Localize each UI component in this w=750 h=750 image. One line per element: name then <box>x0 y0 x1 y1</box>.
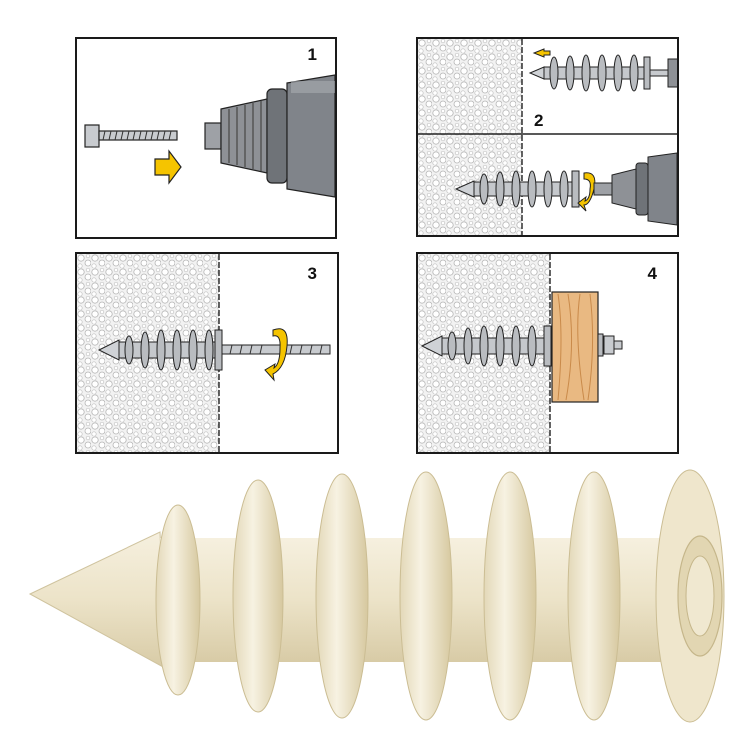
insert-arrow-icon <box>154 149 182 185</box>
step-4-panel: 4 <box>416 252 679 454</box>
step-2-illustration <box>418 39 677 235</box>
bolt-icon <box>597 333 623 357</box>
anchor-icon <box>420 325 552 367</box>
step-4-number: 4 <box>647 264 657 283</box>
step-1-illustration <box>84 74 335 198</box>
anchor-icon <box>454 170 580 208</box>
step-4-illustration <box>418 254 623 452</box>
wood-board-icon <box>551 291 599 403</box>
anchor-icon <box>28 469 725 723</box>
anchor-product-image <box>28 469 725 723</box>
foam-wall-icon <box>418 39 522 235</box>
rotate-arrow-icon <box>264 328 288 382</box>
anchor-icon <box>97 329 223 371</box>
bolt-icon <box>221 344 331 355</box>
step-3-illustration <box>77 254 331 452</box>
anchor-icon <box>528 54 677 92</box>
step-2-panel: 2 <box>416 37 679 237</box>
drill-icon <box>204 74 335 198</box>
rotate-arrow-icon <box>577 172 596 212</box>
step-3-number: 3 <box>307 264 317 283</box>
insert-arrow-icon <box>532 48 551 58</box>
step-3-panel: 3 <box>75 252 339 454</box>
step-2-number: 2 <box>534 111 544 130</box>
bolt-icon <box>84 124 178 148</box>
step-1-panel: 1 <box>75 37 337 239</box>
step-1-number: 1 <box>307 45 317 64</box>
drill-icon <box>593 152 677 226</box>
